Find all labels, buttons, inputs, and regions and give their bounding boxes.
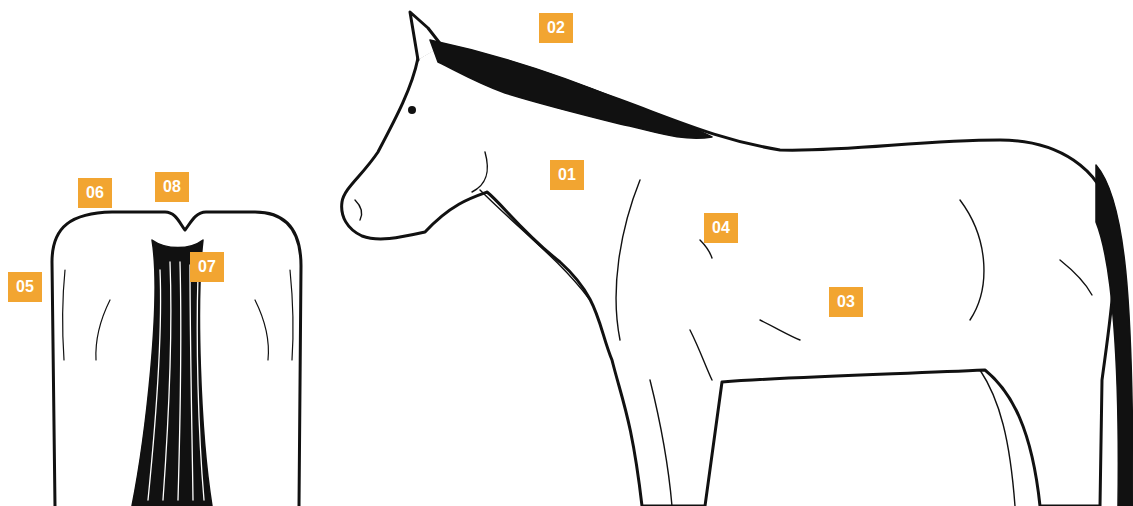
callout-number: 05 xyxy=(8,272,42,302)
callout-number: 03 xyxy=(829,287,863,317)
eye xyxy=(408,106,416,114)
callout-number: 02 xyxy=(539,13,573,43)
body-detail-lines xyxy=(355,152,1092,506)
callout-number: 07 xyxy=(190,252,224,282)
callout-number: 04 xyxy=(704,213,738,243)
callout-number: 01 xyxy=(550,160,584,190)
mane xyxy=(430,40,712,138)
rear-view-outline xyxy=(52,212,301,506)
callout-number: 06 xyxy=(78,178,112,208)
callout-number: 08 xyxy=(155,172,189,202)
tail xyxy=(1096,165,1133,506)
tail-hair xyxy=(148,262,204,500)
rear-muscle-lines xyxy=(63,270,293,360)
horse-body xyxy=(342,45,1115,506)
